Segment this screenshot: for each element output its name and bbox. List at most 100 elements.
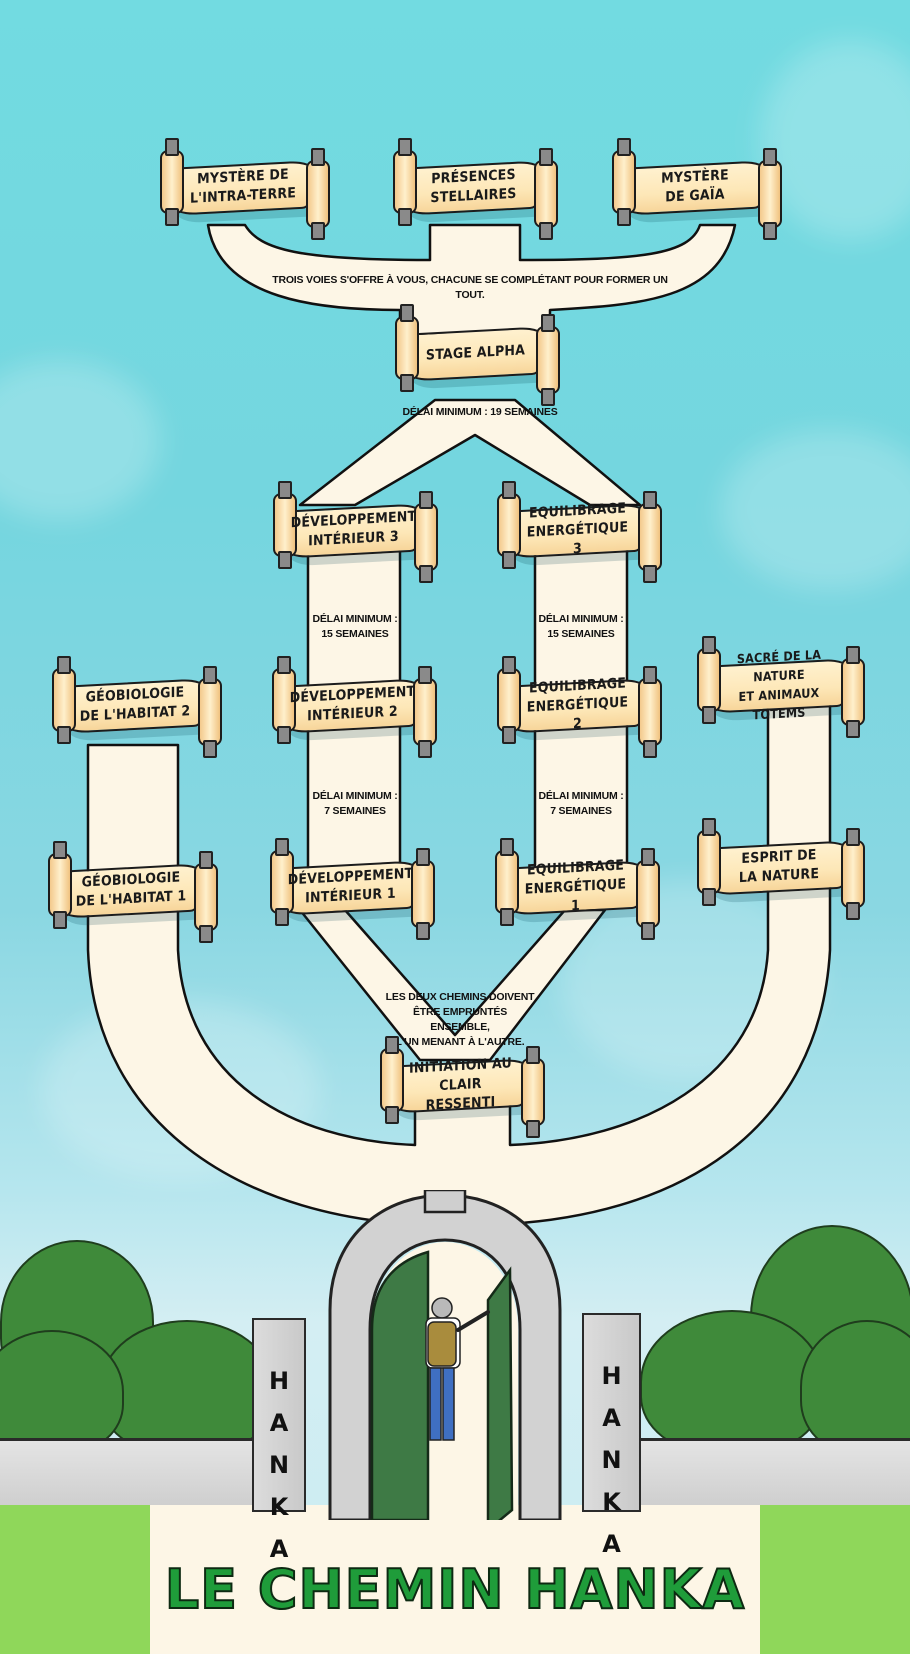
scroll-knob: [203, 740, 217, 758]
scroll-knob: [275, 838, 289, 856]
scroll-equilibrage-3[interactable]: EQUILIBRAGE ENERGÉTIQUE 3: [497, 481, 662, 583]
scroll-knob: [846, 720, 860, 738]
cloud: [0, 360, 160, 520]
scroll-label: EQUILIBRAGE ENERGÉTIQUE 3: [526, 499, 629, 557]
scroll-roll: [497, 656, 521, 744]
scroll-knob: [617, 138, 631, 156]
scroll-knob: [416, 848, 430, 866]
scroll-knob: [763, 222, 777, 240]
delay-left-2-1: DÉLAI MINIMUM : 7 SEMAINES: [312, 790, 398, 817]
delay-left-3-2: DÉLAI MINIMUM : 15 SEMAINES: [312, 613, 398, 640]
scroll-label: DÉVELOPPEMENT INTÉRIEUR 1: [287, 865, 414, 907]
scroll-stage-alpha[interactable]: STAGE ALPHA: [395, 304, 560, 406]
scroll-roll: [414, 491, 438, 583]
scroll-knob: [165, 138, 179, 156]
scroll-geobiologie-1[interactable]: GÉOBIOLOGIE DE L'HABITAT 1: [48, 841, 218, 943]
scroll-knob: [278, 481, 292, 499]
scroll-knob: [539, 222, 553, 240]
scroll-knob: [277, 726, 291, 744]
scroll-roll: [697, 636, 721, 724]
path-big-u: [86, 698, 832, 1227]
scroll-knob: [526, 1046, 540, 1064]
scroll-roll: [306, 148, 330, 240]
scroll-knob: [199, 925, 213, 943]
scroll-knob: [400, 304, 414, 322]
pillar-text: H A N K A: [601, 1362, 622, 1558]
scroll-mystere-gaia[interactable]: MYSTÈRE DE GAÏA: [612, 138, 782, 240]
scroll-label: DÉVELOPPEMENT INTÉRIEUR 3: [290, 508, 417, 550]
scroll-initiation-clair-ressenti[interactable]: INITIATION AU CLAIR RESSENTI: [380, 1036, 545, 1138]
scroll-knob: [199, 851, 213, 869]
scroll-roll: [521, 1046, 545, 1138]
scroll-roll: [841, 828, 865, 920]
stone-wall-left: [0, 1438, 255, 1513]
scroll-roll: [393, 138, 417, 226]
cloud: [760, 40, 910, 240]
scroll-knob: [643, 565, 657, 583]
scroll-knob: [702, 636, 716, 654]
scroll-knob: [385, 1036, 399, 1054]
bush: [640, 1310, 824, 1454]
scroll-knob: [53, 911, 67, 929]
scroll-knob: [418, 740, 432, 758]
bush: [100, 1320, 274, 1454]
arch-stone: [328, 1193, 562, 1520]
scroll-equilibrage-1[interactable]: EQUILIBRAGE ENERGÉTIQUE 1: [495, 838, 660, 940]
scroll-knob: [500, 838, 514, 856]
scroll-label: DÉVELOPPEMENT INTÉRIEUR 2: [289, 683, 416, 725]
scroll-roll: [841, 646, 865, 738]
delay-right-3-2: DÉLAI MINIMUM : 15 SEMAINES: [538, 613, 624, 640]
pillar-left: H A N K A: [252, 1318, 306, 1563]
scroll-knob: [846, 646, 860, 664]
scroll-knob: [702, 888, 716, 906]
scroll-developpement-3[interactable]: DÉVELOPPEMENT INTÉRIEUR 3: [273, 481, 438, 583]
scroll-knob: [398, 208, 412, 226]
path-alpha-fork: [298, 398, 642, 507]
scroll-roll: [636, 848, 660, 940]
scroll-equilibrage-2[interactable]: EQUILIBRAGE ENERGÉTIQUE 2: [497, 656, 662, 758]
scroll-label: MYSTÈRE DE GAÏA: [661, 167, 729, 206]
scroll-knob: [846, 902, 860, 920]
scroll-label: PRÉSENCES STELLAIRES: [430, 166, 517, 207]
scroll-sacre-nature[interactable]: SACRÉ DE LA NATURE ET ANIMAUX TOTEMS: [697, 636, 865, 738]
scroll-knob: [763, 148, 777, 166]
person-icon: [425, 1297, 490, 1441]
scroll-knob: [500, 908, 514, 926]
initiation-note: LES DEUX CHEMINS DOIVENT ÊTRE EMPRUNTÉS …: [385, 991, 535, 1048]
scroll-label: SACRÉ DE LA NATURE ET ANIMAUX TOTEMS: [736, 646, 822, 723]
scroll-knob: [419, 565, 433, 583]
scroll-roll: [194, 851, 218, 943]
scroll-roll: [638, 666, 662, 758]
scroll-roll: [272, 656, 296, 744]
scroll-intra-terre[interactable]: MYSTÈRE DE L'INTRA-TERRE: [160, 138, 330, 240]
scroll-knob: [502, 551, 516, 569]
scroll-roll: [495, 838, 519, 926]
scroll-label: MYSTÈRE DE L'INTRA-TERRE: [189, 166, 297, 207]
scroll-roll: [758, 148, 782, 240]
scroll-roll: [160, 138, 184, 226]
scroll-geobiologie-2[interactable]: GÉOBIOLOGIE DE L'HABITAT 2: [52, 656, 222, 758]
scroll-developpement-2[interactable]: DÉVELOPPEMENT INTÉRIEUR 2: [272, 656, 437, 758]
door-right: [486, 1266, 514, 1520]
scroll-label: INITIATION AU CLAIR RESSENTI: [409, 1054, 512, 1114]
stone-gate: [328, 1190, 562, 1520]
scroll-knob: [57, 726, 71, 744]
scroll-knob: [416, 922, 430, 940]
scroll-roll: [198, 666, 222, 758]
scroll-presences-stellaires[interactable]: PRÉSENCES STELLAIRES: [393, 138, 558, 240]
page-title: LE CHEMIN HANKA: [164, 1557, 746, 1622]
scroll-knob: [643, 666, 657, 684]
scroll-roll: [270, 838, 294, 926]
scroll-roll: [380, 1036, 404, 1124]
scroll-knob: [278, 551, 292, 569]
scroll-knob: [203, 666, 217, 684]
scroll-knob: [541, 314, 555, 332]
alpha-delay: DÉLAI MINIMUM : 19 SEMAINES: [402, 406, 558, 418]
scroll-developpement-1[interactable]: DÉVELOPPEMENT INTÉRIEUR 1: [270, 838, 435, 940]
scroll-roll: [395, 304, 419, 392]
scroll-label: GÉOBIOLOGIE DE L'HABITAT 1: [75, 869, 187, 910]
scroll-roll: [497, 481, 521, 569]
scroll-knob: [57, 656, 71, 674]
scroll-esprit-nature[interactable]: ESPRIT DE LA NATURE: [697, 818, 865, 920]
scroll-knob: [539, 148, 553, 166]
